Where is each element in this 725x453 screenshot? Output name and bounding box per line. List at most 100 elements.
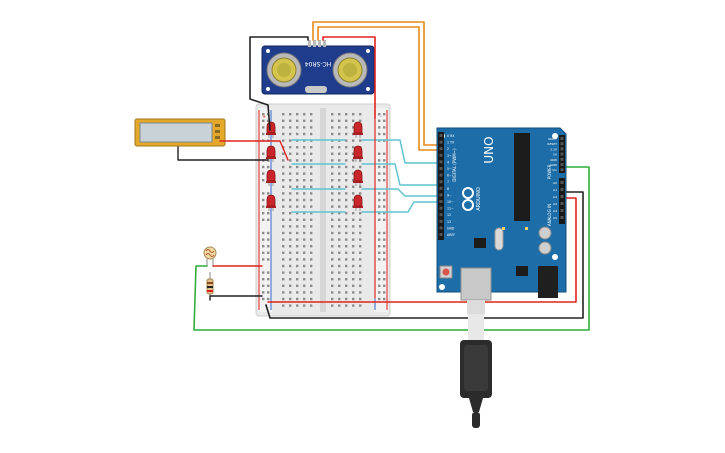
breadboard-hole xyxy=(338,132,341,136)
analog-pin[interactable] xyxy=(560,188,564,191)
digital-pin-label: 9~ xyxy=(447,193,452,197)
breadboard-hole xyxy=(345,212,348,215)
breadboard-hole xyxy=(345,146,348,149)
led[interactable] xyxy=(353,169,363,186)
digital-pin[interactable] xyxy=(439,134,443,137)
uno-label: UNO xyxy=(482,136,496,163)
rail-hole xyxy=(383,212,386,215)
breadboard-hole xyxy=(345,179,348,182)
rail-hole xyxy=(262,119,265,122)
led[interactable] xyxy=(266,145,276,162)
led[interactable] xyxy=(353,121,363,138)
led-group xyxy=(266,121,363,211)
breadboard-hole xyxy=(345,139,348,142)
power-pin[interactable] xyxy=(560,163,564,166)
breadboard-hole xyxy=(352,297,355,301)
digital-pin[interactable] xyxy=(439,233,443,236)
breadboard[interactable]: + - xyxy=(255,103,391,317)
power-pin[interactable] xyxy=(560,142,564,146)
breadboard-hole xyxy=(331,165,334,169)
breadboard-hole xyxy=(338,271,341,274)
breadboard-hole xyxy=(289,159,292,162)
rail-hole xyxy=(378,291,381,294)
power-pin[interactable] xyxy=(560,168,564,172)
digital-pin-label: 0 RX xyxy=(447,134,455,138)
digital-pin[interactable] xyxy=(439,219,443,223)
analog-pin[interactable] xyxy=(560,202,564,205)
analog-pin[interactable] xyxy=(560,181,564,184)
breadboard-hole xyxy=(296,113,299,116)
digital-pin[interactable] xyxy=(439,160,443,164)
transducer-left xyxy=(266,52,302,88)
breadboard-hole xyxy=(359,284,362,287)
breadboard-hole xyxy=(289,304,292,307)
breadboard-hole xyxy=(345,238,348,241)
digital-pin[interactable] xyxy=(439,213,443,217)
rail-hole xyxy=(267,218,270,221)
analog-pin[interactable] xyxy=(560,209,564,212)
led[interactable] xyxy=(353,145,363,162)
breadboard-hole xyxy=(345,284,348,287)
wire-black-lcd xyxy=(177,146,269,161)
led[interactable] xyxy=(266,169,276,186)
breadboard-hole xyxy=(310,231,313,235)
breadboard-hole xyxy=(289,126,292,129)
arduino-logo xyxy=(462,187,474,211)
analog-pin[interactable] xyxy=(560,216,564,219)
breadboard-hole xyxy=(303,278,306,281)
breadboard-hole xyxy=(296,159,299,162)
breadboard-hole xyxy=(282,231,285,235)
digital-pin[interactable] xyxy=(439,180,443,184)
breadboard-hole xyxy=(303,159,306,162)
breadboard-hole xyxy=(345,192,348,195)
lcd-module[interactable] xyxy=(134,118,226,147)
rail-hole xyxy=(262,165,265,169)
digital-pin[interactable] xyxy=(439,200,443,203)
digital-pin[interactable] xyxy=(439,147,443,151)
digital-pin[interactable] xyxy=(439,186,443,190)
rail-hole xyxy=(383,238,386,241)
digital-pin[interactable] xyxy=(439,153,443,157)
power-pin[interactable] xyxy=(560,152,564,156)
usb-port[interactable] xyxy=(460,267,492,301)
breadboard-hole xyxy=(296,165,299,169)
power-pin[interactable] xyxy=(560,137,564,140)
digital-pin[interactable] xyxy=(439,140,443,144)
digital-pin[interactable] xyxy=(439,173,443,177)
rail-hole xyxy=(267,291,270,294)
led[interactable] xyxy=(353,194,363,211)
breadboard-hole xyxy=(289,291,292,294)
breadboard-hole xyxy=(338,165,341,169)
breadboard-hole xyxy=(345,278,348,281)
breadboard-holes xyxy=(262,113,386,307)
breadboard-hole xyxy=(352,172,355,175)
rail-hole xyxy=(383,284,386,287)
digital-pin[interactable] xyxy=(439,167,443,170)
power-pin[interactable] xyxy=(560,157,564,161)
ultrasonic-sensor[interactable]: HC-SR04 xyxy=(261,40,375,95)
breadboard-hole xyxy=(352,192,355,195)
digital-pin[interactable] xyxy=(439,193,443,197)
power-pin[interactable] xyxy=(560,147,564,151)
rail-hole xyxy=(267,238,270,241)
resistor[interactable] xyxy=(206,272,214,300)
rail-hole xyxy=(383,179,386,182)
breadboard-hole xyxy=(289,278,292,281)
breadboard-hole xyxy=(310,185,313,188)
led[interactable] xyxy=(266,194,276,211)
breadboard-hole xyxy=(359,304,362,307)
breadboard-hole xyxy=(331,231,334,235)
breadboard-hole xyxy=(345,119,348,122)
breadboard-hole xyxy=(289,185,292,188)
dc-jack[interactable] xyxy=(538,266,558,298)
breadboard-hole xyxy=(282,159,285,162)
digital-pin[interactable] xyxy=(439,206,443,210)
breadboard-hole xyxy=(282,179,285,182)
digital-pin[interactable] xyxy=(439,226,443,230)
analog-pin[interactable] xyxy=(560,195,564,198)
rail-hole xyxy=(378,119,381,122)
breadboard-hole xyxy=(345,218,348,221)
photoresistor[interactable] xyxy=(203,246,217,266)
svg-text:-: - xyxy=(380,114,382,120)
